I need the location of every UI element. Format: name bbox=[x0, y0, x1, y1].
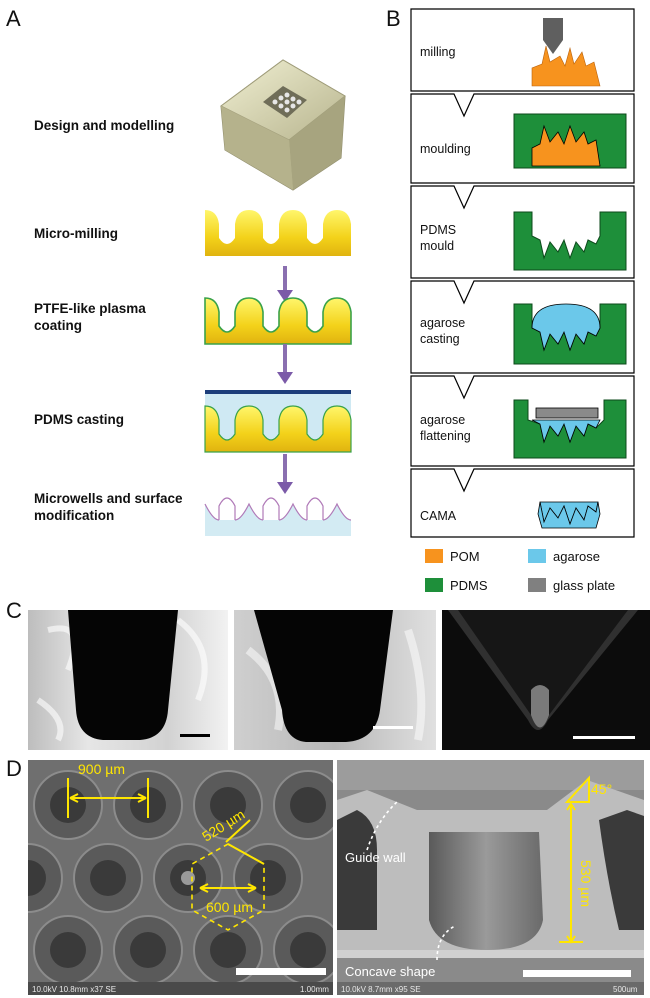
panel-c-letter: C bbox=[6, 598, 22, 623]
legend-swatch-pdms bbox=[425, 578, 443, 592]
step-design-label: Design and modelling bbox=[34, 118, 175, 133]
legend-swatch-pom bbox=[425, 549, 443, 563]
sem-scale-right: 500um bbox=[613, 985, 638, 994]
design-model-block bbox=[220, 59, 346, 191]
scale-bar bbox=[523, 970, 631, 977]
row-box-cama bbox=[410, 468, 635, 538]
legend-label-pdms: PDMS bbox=[450, 578, 488, 593]
arrow-down-icon bbox=[277, 266, 293, 302]
label-900um: 900 µm bbox=[78, 761, 125, 777]
panel-d-letter: D bbox=[6, 756, 22, 781]
pdms-casting-profile bbox=[204, 390, 352, 453]
guide-wall-pointer bbox=[366, 799, 400, 851]
microwells-profile bbox=[204, 497, 352, 536]
legend-label-pom: POM bbox=[450, 549, 480, 564]
row-label-agarose-flattening: agarose flattening bbox=[420, 413, 471, 443]
step-plasma-label: PTFE-like plasma coating bbox=[34, 301, 146, 333]
scale-bar bbox=[236, 968, 326, 975]
central-microwell bbox=[429, 832, 543, 950]
panel-d-sem-right: 45° 530 µm Guide wall Concave shape 10.0… bbox=[337, 760, 644, 995]
panel-c-micrographs bbox=[28, 610, 650, 750]
label-guide-wall: Guide wall bbox=[345, 850, 406, 865]
row-label-moulding: moulding bbox=[420, 142, 471, 156]
dimension-600-marker bbox=[199, 883, 257, 893]
micrograph-c2 bbox=[234, 610, 436, 750]
sem-scale-left: 1.00mm bbox=[300, 985, 329, 994]
milling-illustration bbox=[531, 18, 601, 87]
angle-45-marker bbox=[559, 775, 590, 944]
label-concave-shape: Concave shape bbox=[345, 964, 435, 979]
step-microwells-label: Microwells and surface modification bbox=[34, 491, 183, 523]
panel-b-flowchart bbox=[410, 8, 635, 538]
agarose-casting-illustration bbox=[513, 303, 627, 365]
moulding-illustration bbox=[513, 113, 627, 169]
dimension-520-marker bbox=[225, 819, 265, 865]
legend-swatch-glass-plate bbox=[528, 578, 546, 592]
agarose-flattening-illustration bbox=[513, 399, 627, 459]
dimension-900-marker bbox=[67, 778, 149, 818]
step-pdms-casting-label: PDMS casting bbox=[34, 412, 125, 427]
cama-illustration bbox=[537, 501, 601, 529]
panel-d-sem-left: 900 µm 520 µm 600 µm 10.0kV 10.8mm x37 S… bbox=[28, 760, 333, 995]
sem-footer-left: 10.0kV 10.8mm x37 SE bbox=[32, 985, 116, 994]
row-label-agarose-casting: agarose casting bbox=[420, 316, 466, 346]
arrow-down-icon bbox=[277, 344, 293, 384]
panel-b-letter: B bbox=[386, 6, 401, 31]
sem-footer-right: 10.0kV 8.7mm x95 SE bbox=[341, 985, 421, 994]
row-label-pdms-mould: PDMS mould bbox=[420, 223, 457, 253]
label-45deg: 45° bbox=[591, 781, 612, 797]
pdms-mould-illustration bbox=[513, 211, 627, 271]
row-label-milling: milling bbox=[420, 45, 456, 59]
microwell-grid bbox=[28, 770, 333, 985]
legend-label-agarose: agarose bbox=[553, 549, 600, 564]
label-530um: 530 µm bbox=[578, 860, 594, 907]
row-label-cama: CAMA bbox=[420, 509, 457, 523]
legend-label-glass-plate: glass plate bbox=[553, 578, 616, 593]
legend-swatch-agarose bbox=[528, 549, 546, 563]
step-micromilling-label: Micro-milling bbox=[34, 226, 118, 241]
panel-a-letter: A bbox=[6, 6, 21, 31]
arrow-down-icon bbox=[277, 454, 293, 494]
concave-pointer bbox=[436, 925, 456, 961]
micrograph-c1 bbox=[28, 610, 228, 750]
panel-a-illustrations bbox=[204, 59, 352, 536]
micrograph-c3 bbox=[442, 610, 650, 750]
hexagon-outline bbox=[191, 843, 265, 931]
label-600um: 600 µm bbox=[206, 899, 253, 915]
micromilling-profile bbox=[205, 210, 351, 256]
plasma-coating-profile bbox=[204, 297, 352, 345]
